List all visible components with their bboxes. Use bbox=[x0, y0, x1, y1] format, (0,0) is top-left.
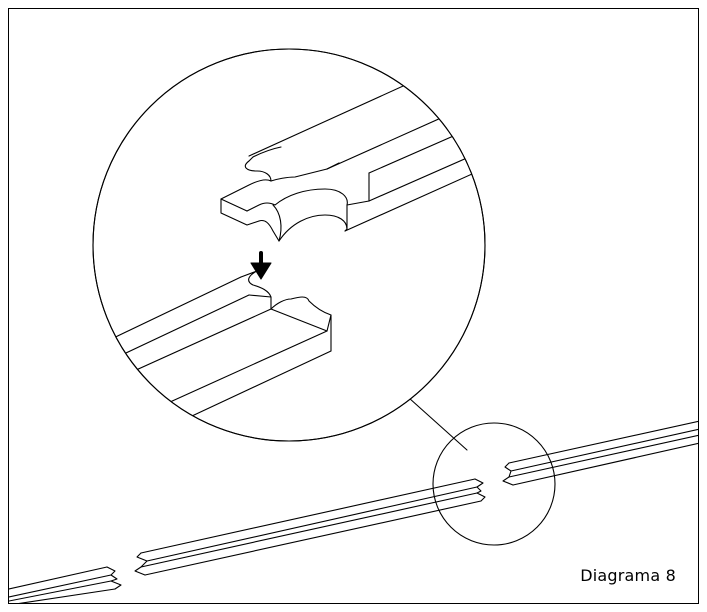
leader-line bbox=[409, 398, 467, 450]
joint-highlight-circle bbox=[433, 423, 555, 545]
lower-strip-piece bbox=[103, 267, 331, 423]
strip-right bbox=[503, 421, 699, 485]
diagram-illustration bbox=[9, 9, 699, 604]
diagram-frame: Diagrama 8 bbox=[8, 8, 699, 604]
strip-left bbox=[9, 567, 121, 604]
insertion-arrow bbox=[251, 253, 271, 279]
strip-middle bbox=[135, 479, 485, 575]
detail-magnified-circle bbox=[93, 47, 501, 441]
upper-strip-piece bbox=[221, 47, 501, 241]
assembly-strips bbox=[9, 421, 699, 604]
diagram-caption: Diagrama 8 bbox=[580, 566, 676, 585]
